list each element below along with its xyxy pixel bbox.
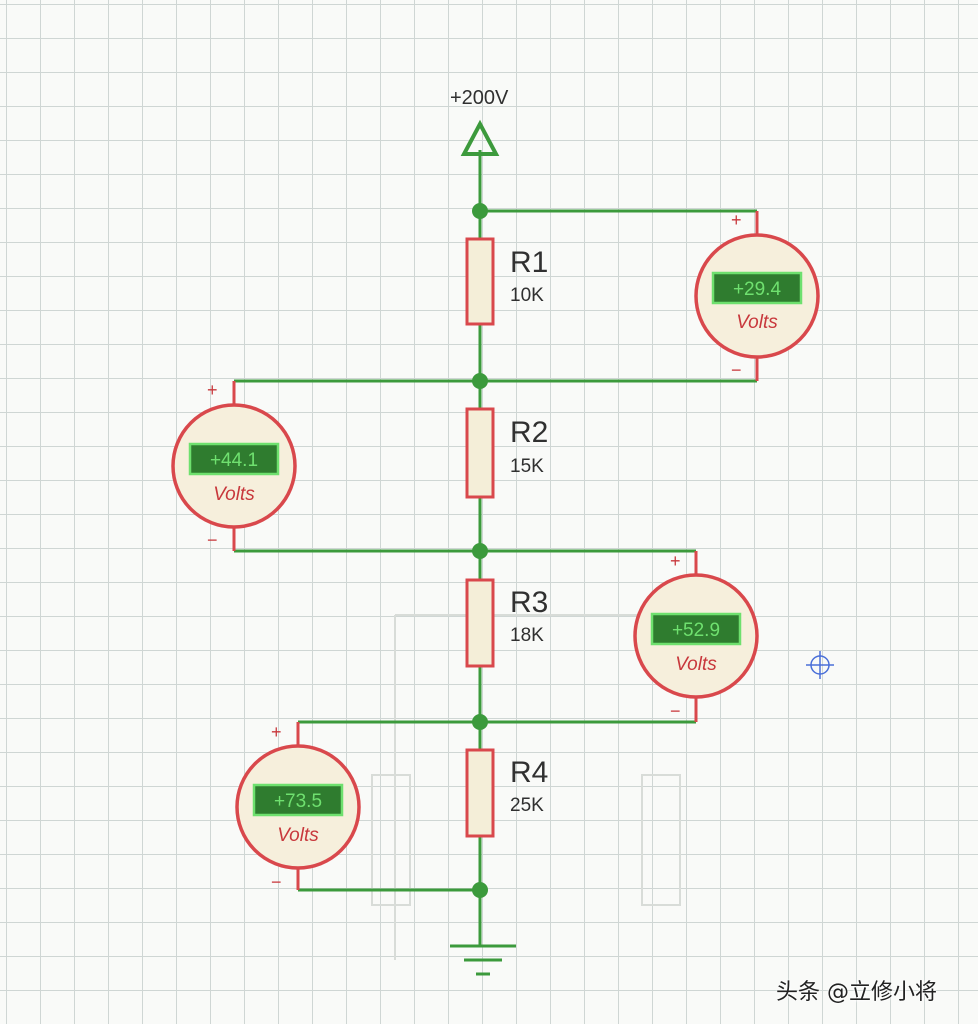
supply-label: +200V — [450, 87, 509, 109]
voltmeter-r4[interactable]: +73.5 Volts + − — [235, 722, 361, 892]
voltmeter-r4-reading: +73.5 — [274, 791, 322, 812]
resistor-r3[interactable]: R3 18K — [465, 578, 548, 668]
voltmeter-r2-reading: +44.1 — [210, 450, 258, 471]
voltmeter-r4-minus: − — [271, 872, 282, 892]
voltmeter-r4-plus: + — [271, 722, 282, 742]
resistor-r4-value: 25K — [510, 795, 544, 816]
voltmeter-r2-plus: + — [207, 380, 218, 400]
voltmeter-r3-reading: +52.9 — [672, 620, 720, 641]
watermark: 头条 @立修小将 — [776, 980, 937, 1005]
voltmeter-r3-minus: − — [670, 701, 681, 721]
resistor-r3-value: 18K — [510, 625, 544, 646]
resistor-r1-name: R1 — [510, 246, 548, 279]
voltmeter-r4-unit: Volts — [277, 825, 319, 846]
voltmeter-r2-unit: Volts — [213, 484, 255, 505]
resistor-r4[interactable]: R4 25K — [465, 748, 548, 838]
voltmeter-r2[interactable]: +44.1 Volts + − — [171, 380, 297, 551]
resistor-r2[interactable]: R2 15K — [465, 407, 548, 499]
resistor-r3-name: R3 — [510, 586, 548, 619]
resistor-r2-name: R2 — [510, 416, 548, 449]
voltmeter-r1-reading: +29.4 — [733, 279, 782, 300]
voltmeter-r3-unit: Volts — [675, 654, 717, 675]
resistor-r4-name: R4 — [510, 756, 548, 789]
resistor-r1-value: 10K — [510, 285, 544, 306]
resistor-r2-value: 15K — [510, 456, 544, 477]
ground-symbol — [450, 944, 516, 976]
voltmeter-r1-minus: − — [731, 360, 742, 380]
crosshair-cursor-icon — [806, 651, 834, 679]
voltmeter-r2-minus: − — [207, 530, 218, 550]
supply-symbol: +200V — [450, 87, 509, 156]
junction-nodes — [472, 203, 488, 898]
voltmeter-r3[interactable]: +52.9 Volts + − — [633, 551, 759, 722]
voltmeter-r1-unit: Volts — [736, 312, 778, 333]
voltmeter-r1[interactable]: +29.4 Volts + − — [694, 210, 820, 381]
voltmeter-r1-plus: + — [731, 210, 742, 230]
voltmeter-r3-plus: + — [670, 551, 681, 571]
resistor-r1[interactable]: R1 10K — [465, 237, 548, 326]
